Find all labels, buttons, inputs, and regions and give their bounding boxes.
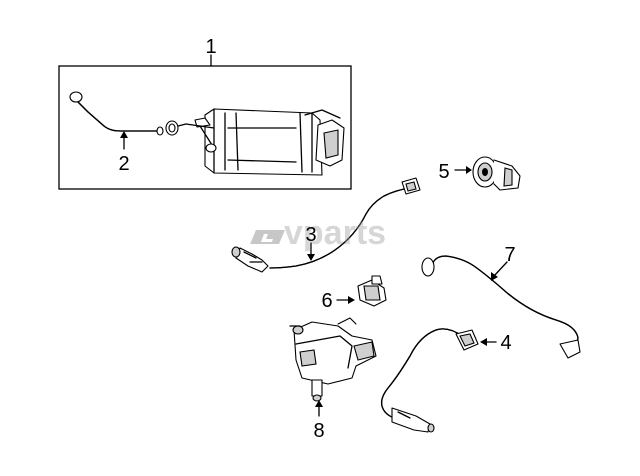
- part-2-hose: [69, 91, 187, 150]
- callout-6: 6: [321, 290, 332, 312]
- callout-8: 8: [313, 420, 324, 442]
- part-1-canister-assembly: [58, 54, 352, 190]
- watermark-text: vparts: [284, 214, 386, 252]
- part-4-oxygen-sensor: [380, 328, 497, 433]
- callout-5: 5: [438, 161, 449, 183]
- part-7-hose: [421, 255, 581, 359]
- watermark: vparts: [250, 214, 386, 252]
- part-5-sensor: [454, 156, 521, 191]
- callout-3: 3: [305, 224, 316, 246]
- assembly-box: [58, 65, 352, 190]
- callout-7-leader: [493, 261, 508, 277]
- canister-body: [185, 108, 345, 176]
- callout-1: 1: [205, 36, 216, 58]
- callout-2: 2: [118, 153, 129, 175]
- part-3-oxygen-sensor: [231, 177, 421, 273]
- hose-clamp: [165, 120, 187, 136]
- watermark-logo-letter-icon: [261, 234, 273, 242]
- part-8-solenoid: [289, 317, 377, 417]
- part-6-valve: [336, 275, 387, 307]
- callout-7: 7: [504, 244, 515, 266]
- watermark-logo-icon: [250, 230, 285, 244]
- callout-4: 4: [500, 332, 511, 354]
